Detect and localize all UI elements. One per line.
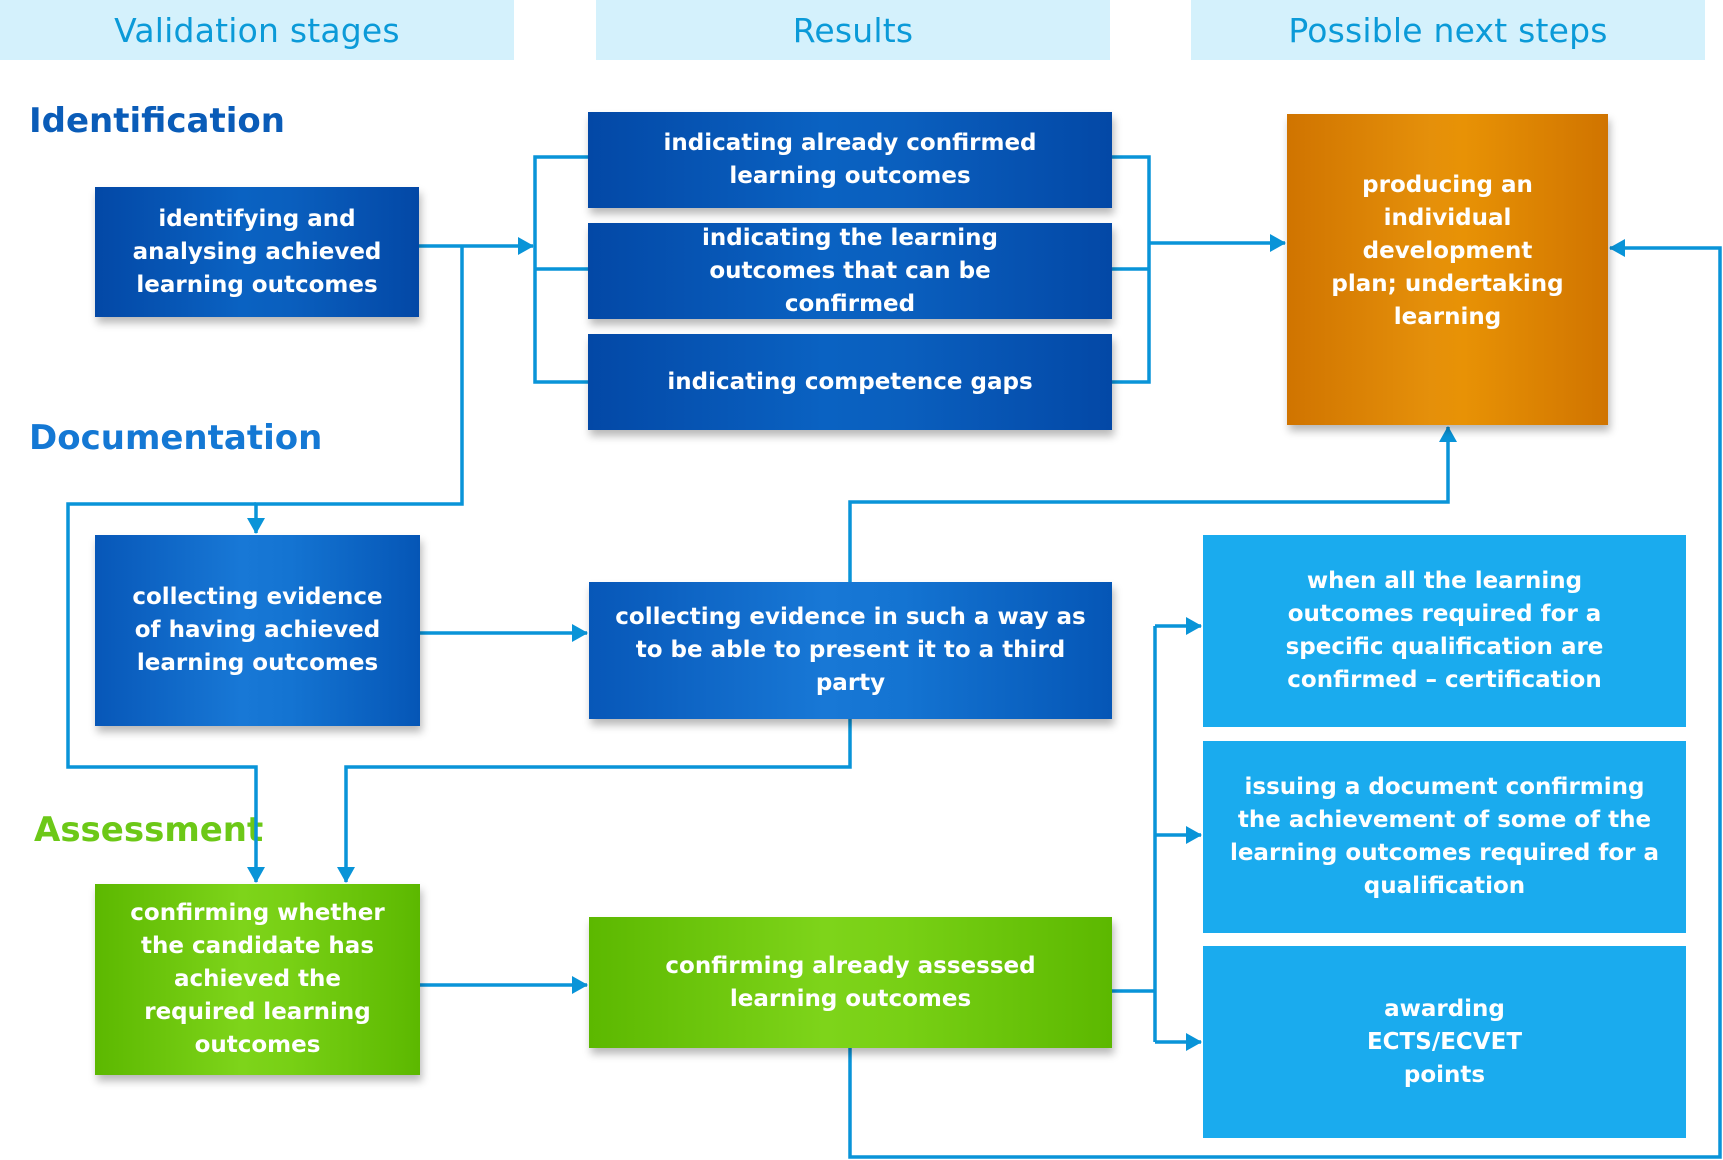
box-result-confirmed: indicating already confirmed learning ou…	[588, 112, 1112, 208]
box-confirming-whether-text: confirming whether the candidate has ach…	[130, 900, 385, 1058]
link-loop-plan	[848, 239, 1722, 1159]
box-confirming-whether: confirming whether the candidate has ach…	[95, 884, 420, 1075]
box-collecting-third-party: collecting evidence in such a way as to …	[589, 582, 1112, 719]
bracket-results-right	[1112, 155, 1151, 384]
box-issuing-document-text: issuing a document confirming the achiev…	[1229, 774, 1660, 899]
link-confirmed-outcomes	[1112, 626, 1157, 1042]
link-identifying-collecting	[247, 246, 464, 534]
box-identifying-text: identifying and analysing achieved learn…	[132, 205, 382, 298]
stage-documentation: Documentation	[29, 418, 323, 458]
box-confirming-assessed: confirming already assessed learning out…	[589, 917, 1112, 1048]
stage-assessment: Assessment	[34, 810, 264, 850]
box-result-confirmed-text: indicating already confirmed learning ou…	[663, 130, 1037, 189]
box-collecting-third-party-text: collecting evidence in such a way as to …	[615, 604, 1086, 696]
box-awarding-points-text: awarding ECTS/ECVET points	[1366, 995, 1523, 1088]
box-collecting-evidence-text: collecting evidence of having achieved l…	[132, 584, 383, 676]
box-collecting-evidence: collecting evidence of having achieved l…	[95, 535, 420, 726]
box-development-plan: producing an individual development plan…	[1287, 114, 1608, 425]
stage-identification: Identification	[29, 101, 285, 141]
box-development-plan-text: producing an individual development plan…	[1331, 172, 1564, 330]
box-confirming-assessed-text: confirming already assessed learning out…	[665, 952, 1036, 1012]
header-results: Results	[596, 0, 1110, 60]
box-result-can-confirm-text: indicating the learning outcomes that ca…	[702, 224, 998, 317]
box-certification: when all the learning outcomes required …	[1203, 535, 1686, 727]
link-third-party-plan	[848, 426, 1457, 582]
box-result-can-confirm: indicating the learning outcomes that ca…	[588, 223, 1112, 319]
box-awarding-points: awarding ECTS/ECVET points	[1203, 946, 1686, 1138]
box-certification-text: when all the learning outcomes required …	[1285, 568, 1604, 693]
box-identifying: identifying and analysing achieved learn…	[95, 187, 419, 317]
header-next-steps: Possible next steps	[1191, 0, 1705, 60]
header-validation-stages: Validation stages	[0, 0, 514, 60]
bracket-results-left	[533, 155, 588, 384]
link-loop-assessment	[66, 502, 265, 883]
box-issuing-document: issuing a document confirming the achiev…	[1203, 741, 1686, 933]
link-third-party-assessment	[337, 719, 852, 883]
box-result-gaps-text: indicating competence gaps	[667, 368, 1033, 395]
box-result-gaps: indicating competence gaps	[588, 334, 1112, 430]
